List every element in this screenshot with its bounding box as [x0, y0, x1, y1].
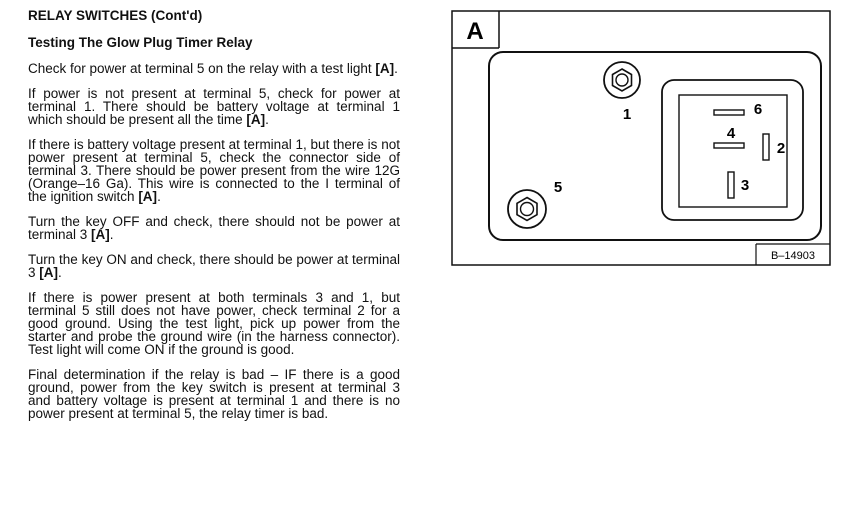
paragraph-6: If there is power present at both termin… [28, 290, 400, 357]
paragraph-tail: . [109, 227, 114, 242]
figure-letter: A [466, 18, 483, 45]
paragraph-tail: . [157, 189, 161, 204]
paragraph-text: If there is battery voltage present at t… [28, 137, 400, 204]
terminal-4-label: 4 [727, 125, 736, 142]
paragraph-tail: . [265, 112, 269, 127]
figure-code: B–14903 [771, 250, 815, 262]
terminal-6-label: 6 [754, 101, 762, 118]
figure-ref: [A] [138, 189, 158, 204]
figure-ref: [A] [91, 227, 110, 242]
relay-plate [488, 51, 822, 241]
paragraph-7: Final determination if the relay is bad … [28, 367, 400, 421]
figure-ref: [A] [39, 265, 59, 280]
paragraph-text: If there is power present at both termin… [28, 290, 400, 357]
terminal-1-stud [603, 61, 641, 99]
paragraph-5: Turn the key ON and check, there should … [28, 252, 400, 280]
relay-body-outer [661, 79, 804, 221]
paragraph-text: Final determination if the relay is bad … [28, 367, 400, 421]
terminal-5-label: 5 [554, 179, 562, 196]
figure-ref: [A] [375, 61, 395, 76]
terminal-3-label: 3 [741, 177, 749, 194]
terminal-2-label: 2 [777, 140, 785, 157]
terminal-5-stud [507, 189, 547, 229]
figure-frame [451, 10, 831, 266]
relay-figure: A 1 5 6 4 2 3 [451, 10, 831, 266]
paragraph-tail: . [58, 265, 62, 280]
figure-ref: [A] [246, 112, 266, 127]
paragraph-tail: . [394, 61, 398, 76]
paragraph-4: Turn the key OFF and check, there should… [28, 214, 400, 242]
section-header: RELAY SWITCHES (Cont'd) [28, 8, 203, 23]
text-column: RELAY SWITCHES (Cont'd) Testing The Glow… [28, 8, 400, 432]
terminal-4-slot [713, 142, 745, 149]
relay-body-inner [678, 94, 788, 208]
paragraph-1: Check for power at terminal 5 on the rel… [28, 61, 400, 76]
paragraph-text: If power is not present at terminal 5, c… [28, 86, 400, 127]
paragraph-text: Check for power at terminal 5 on the rel… [28, 61, 376, 76]
terminal-2-slot [762, 133, 770, 161]
subheading: Testing The Glow Plug Timer Relay [28, 35, 253, 50]
paragraph-text: Turn the key OFF and check, there should… [28, 214, 400, 242]
terminal-3-slot [727, 171, 735, 199]
paragraph-3: If there is battery voltage present at t… [28, 137, 400, 204]
paragraph-2: If power is not present at terminal 5, c… [28, 86, 400, 127]
paragraph-text: Turn the key ON and check, there should … [28, 252, 400, 280]
relay-diagram: A 1 5 6 4 2 3 [451, 10, 831, 266]
terminal-1-label: 1 [623, 106, 631, 123]
terminal-6-slot [713, 109, 745, 116]
